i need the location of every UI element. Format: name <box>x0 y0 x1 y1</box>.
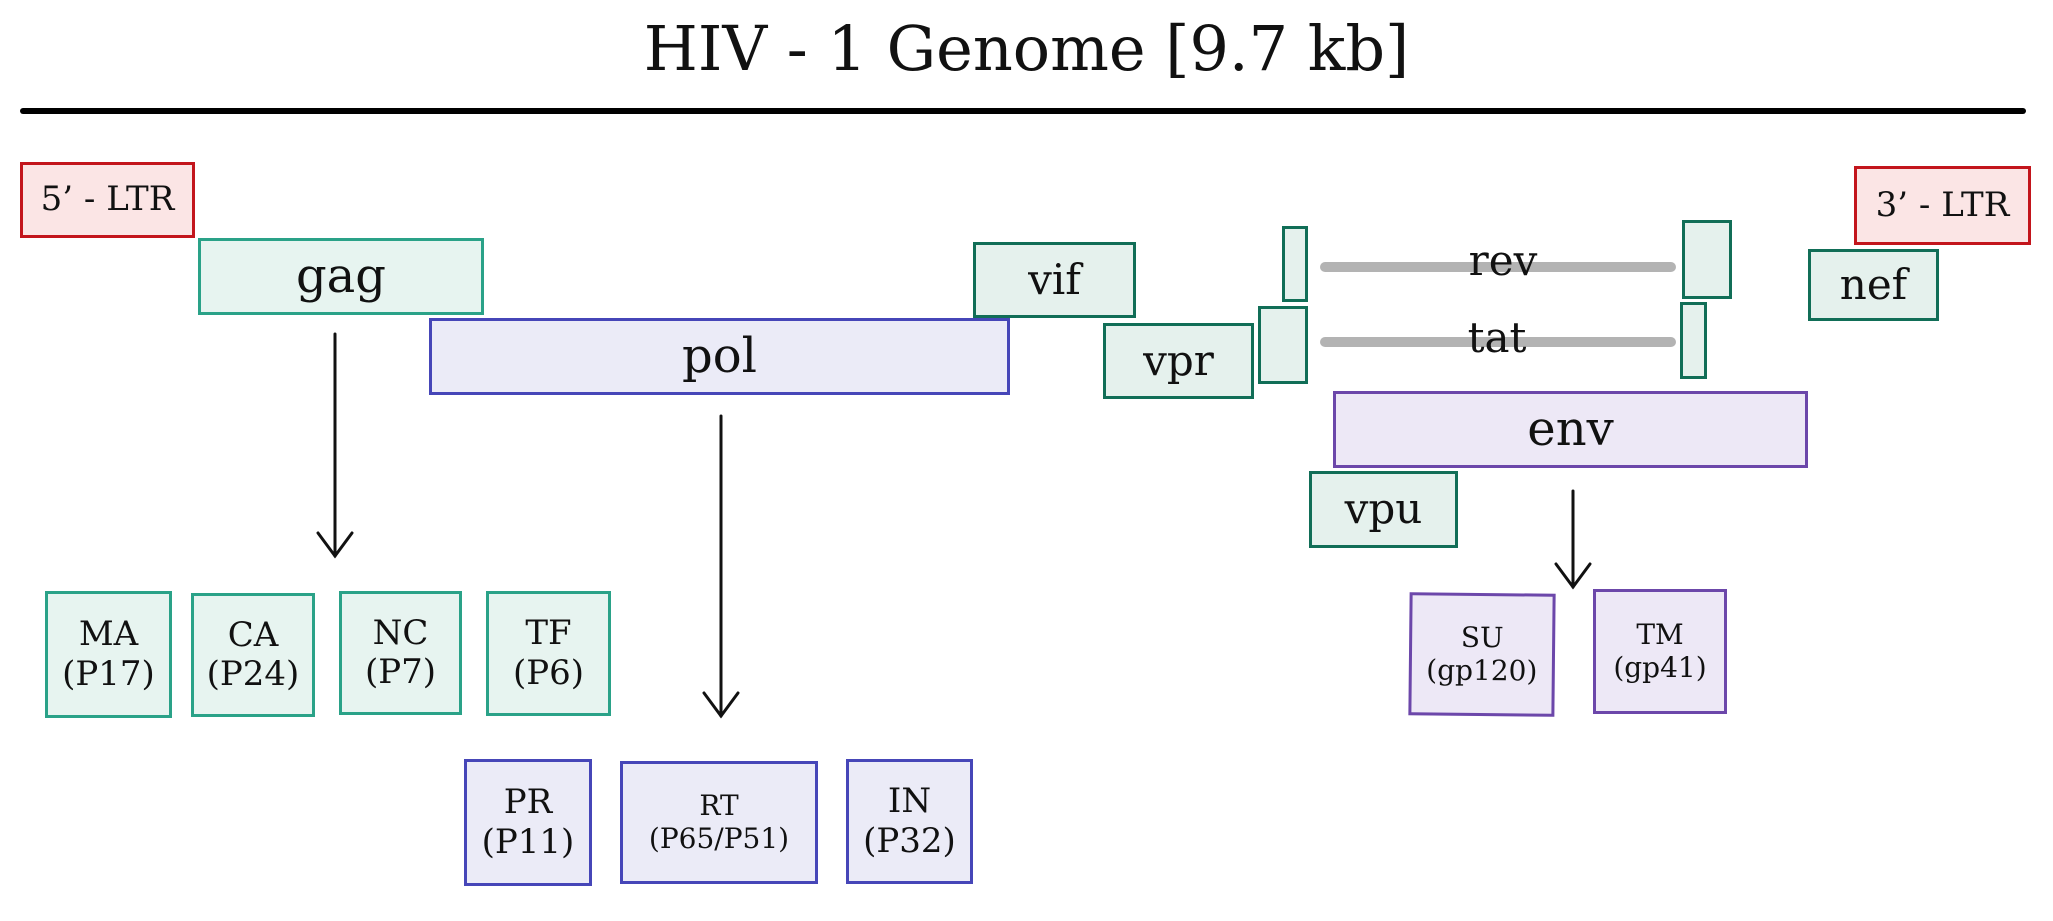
protein-nc-name: NC <box>372 612 429 653</box>
protein-rt-sub: (P65/P51) <box>648 821 790 855</box>
protein-rt: RT (P65/P51) <box>620 761 818 884</box>
gene-rev: rev <box>1468 236 1538 285</box>
protein-in: IN (P32) <box>846 759 973 884</box>
protein-tf-name: TF <box>525 613 572 654</box>
genome-line <box>20 108 2026 114</box>
protein-in-name: IN <box>887 781 932 822</box>
gene-vpu: vpu <box>1309 471 1458 548</box>
protein-rt-name: RT <box>699 789 739 823</box>
gene-env: env <box>1333 391 1808 468</box>
gene-nef: nef <box>1808 249 1939 321</box>
protein-ma: MA (P17) <box>45 591 172 718</box>
protein-pr-name: PR <box>503 782 553 823</box>
protein-nc: NC (P7) <box>339 591 462 715</box>
protein-tm: TM (gp41) <box>1593 589 1727 714</box>
gene-vif: vif <box>973 242 1136 318</box>
gene-vpr: vpr <box>1103 323 1254 399</box>
protein-tm-name: TM <box>1636 618 1684 652</box>
protein-su-sub: (gp120) <box>1426 652 1538 688</box>
protein-su: SU (gp120) <box>1408 592 1556 717</box>
protein-pr-sub: (P11) <box>481 821 575 862</box>
tat-exon-1 <box>1258 306 1308 384</box>
rev-exon-1 <box>1282 226 1308 302</box>
protein-pr: PR (P11) <box>464 759 592 886</box>
protein-ca: CA (P24) <box>191 593 315 717</box>
diagram-title: HIV - 1 Genome [9.7 kb] <box>643 12 1410 85</box>
ltr-3-box: 3’ - LTR <box>1854 166 2031 245</box>
gene-tat: tat <box>1467 313 1527 362</box>
tat-exon-2 <box>1680 302 1707 379</box>
rev-exon-2 <box>1682 220 1732 299</box>
ltr-5-box: 5’ - LTR <box>20 162 195 238</box>
tat-splice-line <box>1320 337 1676 347</box>
protein-tm-sub: (gp41) <box>1613 650 1707 684</box>
protein-nc-sub: (P7) <box>364 652 437 692</box>
protein-ca-sub: (P24) <box>206 654 300 694</box>
protein-ca-name: CA <box>227 614 279 655</box>
protein-ma-sub: (P17) <box>62 653 155 694</box>
protein-tf: TF (P6) <box>486 591 611 716</box>
gene-gag: gag <box>198 238 484 315</box>
gene-pol: pol <box>429 318 1010 395</box>
protein-ma-name: MA <box>78 614 139 655</box>
rev-splice-line <box>1320 262 1676 272</box>
protein-tf-sub: (P6) <box>512 652 585 693</box>
protein-su-name: SU <box>1460 621 1504 655</box>
protein-in-sub: (P32) <box>863 820 956 861</box>
